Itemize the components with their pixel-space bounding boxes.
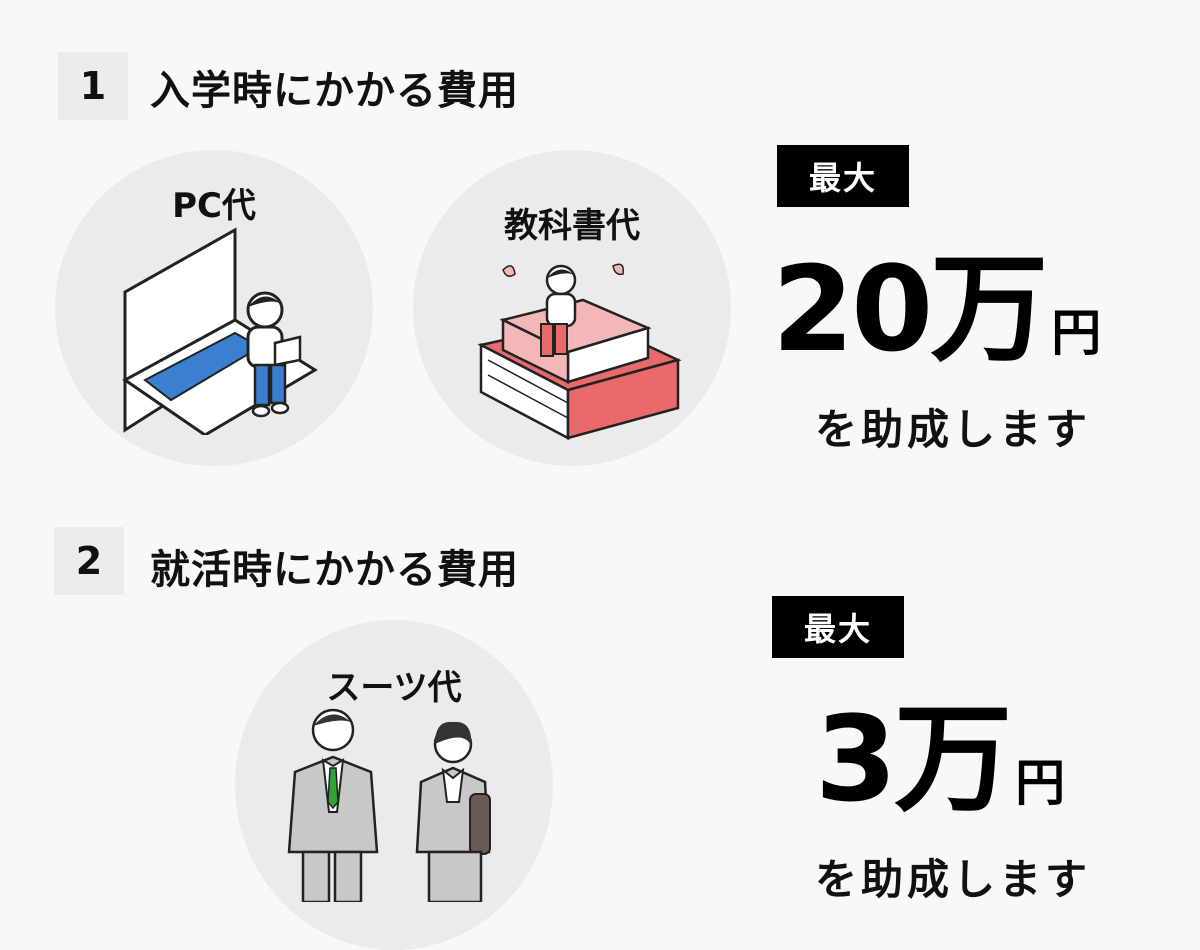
section-2-amount: 3万円 — [815, 700, 1065, 818]
section-1-amount: 20万円 — [772, 250, 1101, 368]
suit-people-icon — [287, 708, 491, 902]
section-2-title: 就活時にかかる費用 — [150, 547, 519, 593]
section-1-max-badge: 最大 — [777, 145, 909, 207]
section-1-amount-value: 20万 — [772, 240, 1048, 378]
section-2-subsidy-note: を助成します — [815, 855, 1092, 904]
textbooks-person-icon — [477, 263, 682, 441]
section-1-title: 入学時にかかる費用 — [150, 68, 519, 114]
section-2-number: 2 — [54, 527, 124, 595]
section-2-max-badge: 最大 — [772, 596, 904, 658]
laptop-person-icon — [122, 227, 318, 435]
textbook-cost-label: 教科書代 — [504, 206, 640, 246]
suit-cost-label: スーツ代 — [326, 668, 462, 708]
section-1-number: 1 — [58, 52, 128, 120]
section-2-amount-unit: 円 — [1015, 754, 1066, 812]
pc-cost-label: PC代 — [172, 186, 256, 226]
section-1-subsidy-note: を助成します — [815, 405, 1092, 454]
textbook-cost-circle: 教科書代 — [413, 150, 731, 466]
section-2-amount-value: 3万 — [815, 690, 1012, 828]
suit-cost-circle: スーツ代 — [235, 620, 553, 950]
pc-cost-circle: PC代 — [55, 150, 373, 466]
section-1-amount-unit: 円 — [1051, 304, 1102, 362]
